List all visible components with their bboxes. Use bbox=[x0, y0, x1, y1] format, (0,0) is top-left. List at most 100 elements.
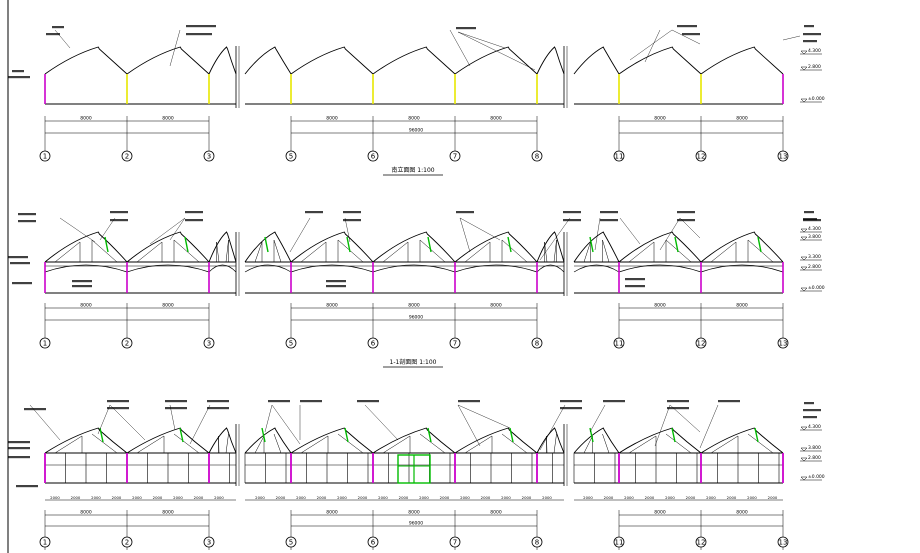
truss-web bbox=[553, 239, 557, 263]
axis-bubble bbox=[203, 536, 215, 548]
axis-label: 11 bbox=[615, 153, 624, 161]
truss-web bbox=[136, 435, 165, 454]
axis-bubble bbox=[285, 536, 297, 548]
level-marker-triangle bbox=[800, 50, 808, 55]
vent-opening bbox=[427, 236, 432, 253]
roof-sawtooth-segment bbox=[290, 46, 374, 75]
roof-sawtooth-segment bbox=[126, 427, 210, 454]
axis-label: 8 bbox=[535, 340, 539, 348]
label-scribble bbox=[677, 211, 695, 214]
axis-label: 2 bbox=[125, 539, 129, 547]
vent-opening bbox=[264, 236, 269, 253]
leader-line bbox=[99, 217, 116, 241]
level-value: 3.300 bbox=[808, 254, 821, 260]
roof-sawtooth-segment bbox=[454, 46, 538, 75]
level-marker-triangle bbox=[800, 98, 808, 103]
vent-opening bbox=[179, 427, 184, 443]
roof-sawtooth-segment bbox=[290, 427, 374, 454]
level-marker-triangle bbox=[800, 66, 808, 71]
axis-label: 5 bbox=[289, 153, 293, 161]
truss-web bbox=[602, 433, 610, 454]
axis-label: 3 bbox=[207, 539, 211, 547]
axis-bubble bbox=[777, 536, 789, 548]
roof-sawtooth-segment bbox=[700, 231, 784, 263]
leader-line bbox=[629, 29, 673, 61]
label-scribble bbox=[8, 76, 30, 79]
lower-arch bbox=[372, 264, 456, 273]
level-marker-triangle bbox=[800, 457, 808, 462]
leader-line bbox=[149, 217, 186, 245]
axis-label: 11 bbox=[615, 539, 624, 547]
truss-web bbox=[553, 433, 557, 454]
sub-span-dimension: 2000 bbox=[214, 495, 224, 500]
truss-web bbox=[54, 435, 83, 454]
span-dimension: 8000 bbox=[80, 303, 92, 309]
axis-bubble bbox=[695, 150, 707, 162]
label-scribble bbox=[8, 447, 30, 450]
sub-span-dimension: 2000 bbox=[112, 495, 122, 500]
level-marker-triangle bbox=[800, 447, 808, 452]
label-scribble bbox=[8, 441, 30, 444]
lower-arch bbox=[536, 264, 565, 273]
span-dimension: 8000 bbox=[80, 510, 92, 516]
truss-web bbox=[602, 239, 610, 263]
label-scribble bbox=[458, 400, 480, 403]
axis-bubble bbox=[777, 150, 789, 162]
span-dimension: 8000 bbox=[162, 116, 174, 122]
label-scribble bbox=[186, 33, 212, 36]
level-value: 3.800 bbox=[808, 234, 821, 240]
axis-bubble bbox=[531, 150, 543, 162]
axis-bubble bbox=[449, 150, 461, 162]
label-scribble bbox=[667, 407, 689, 410]
roof-sawtooth-segment bbox=[208, 231, 237, 263]
axis-bubble bbox=[531, 536, 543, 548]
leader-line bbox=[679, 217, 701, 239]
truss-web bbox=[91, 433, 118, 454]
leader-line bbox=[539, 404, 566, 451]
axis-bubble bbox=[285, 337, 297, 349]
level-value: 2.800 bbox=[808, 455, 821, 461]
vent-opening bbox=[589, 427, 594, 443]
axis-label: 12 bbox=[697, 340, 706, 348]
axis-label: 5 bbox=[289, 539, 293, 547]
label-scribble bbox=[357, 400, 379, 403]
leader-line bbox=[782, 35, 801, 41]
truss-web bbox=[136, 241, 163, 263]
axis-label: 3 bbox=[207, 153, 211, 161]
level-marker-triangle bbox=[800, 426, 808, 431]
label-scribble bbox=[682, 33, 700, 36]
axis-label: 1 bbox=[43, 539, 47, 547]
truss-web bbox=[225, 433, 229, 454]
vent-opening bbox=[507, 236, 512, 253]
span-dimension: 8000 bbox=[162, 510, 174, 516]
axis-label: 12 bbox=[697, 153, 706, 161]
roof-sawtooth-segment bbox=[372, 46, 456, 75]
axis-label: 2 bbox=[125, 153, 129, 161]
vent-opening bbox=[99, 427, 104, 443]
label-scribble bbox=[603, 400, 625, 403]
axis-label: 13 bbox=[779, 153, 788, 161]
sub-span-dimension: 2000 bbox=[276, 495, 286, 500]
label-scribble bbox=[677, 25, 697, 28]
level-note-scribble bbox=[803, 40, 817, 43]
label-scribble bbox=[107, 407, 129, 410]
sub-span-dimension: 2000 bbox=[727, 495, 737, 500]
label-scribble bbox=[107, 400, 129, 403]
leader-line bbox=[54, 29, 71, 49]
roof-sawtooth-segment bbox=[244, 427, 292, 454]
span-dimension: 8000 bbox=[80, 116, 92, 122]
axis-bubble bbox=[777, 337, 789, 349]
axis-bubble bbox=[367, 536, 379, 548]
span-dimension: 8000 bbox=[408, 510, 420, 516]
sub-span-dimension: 2000 bbox=[583, 495, 593, 500]
span-dimension: 8000 bbox=[326, 116, 338, 122]
leader-line bbox=[344, 217, 351, 243]
roof-sawtooth-segment bbox=[244, 231, 292, 263]
sub-span-dimension: 2000 bbox=[768, 495, 778, 500]
label-scribble bbox=[12, 70, 24, 73]
vent-opening bbox=[757, 236, 762, 253]
label-scribble bbox=[804, 211, 814, 214]
roof-sawtooth-segment bbox=[618, 427, 702, 454]
